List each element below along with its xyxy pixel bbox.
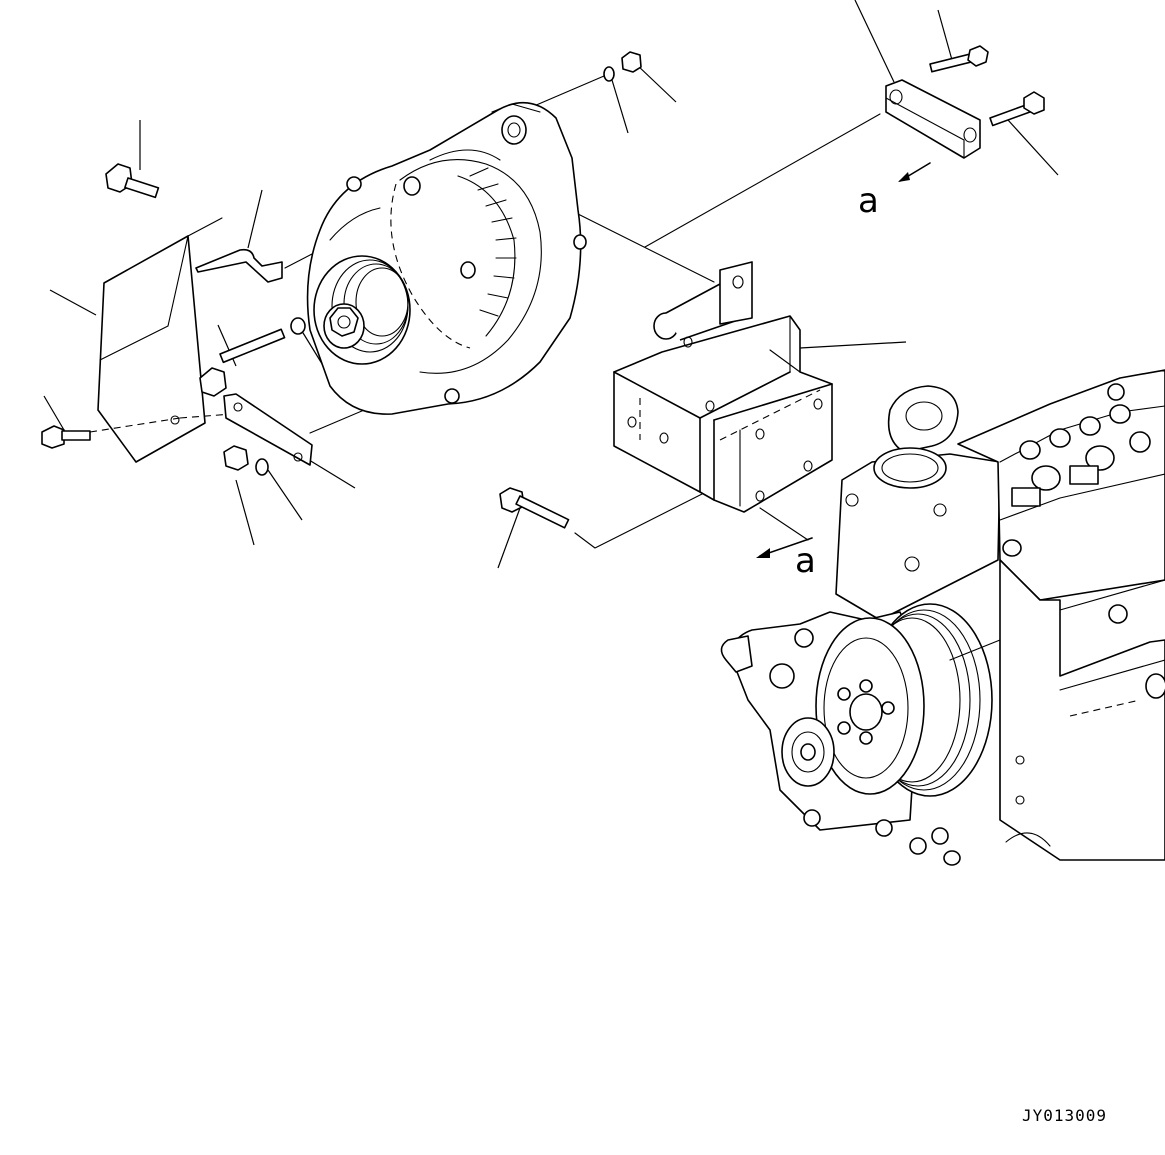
- water-outlet-pipe: [720, 628, 814, 689]
- bolt-top-left: [105, 163, 160, 199]
- bolt-top-right-2: [989, 91, 1045, 127]
- lower-engine-bolts: [803, 809, 961, 866]
- upper-stay-bracket: [195, 248, 283, 283]
- bolt-bracket-bottom: [499, 487, 570, 529]
- idler-pulley: [781, 717, 835, 787]
- view-callout-upper-label: a: [858, 181, 879, 221]
- view-callout-lower-label: a: [795, 541, 816, 581]
- adjuster-link-plate: [885, 79, 981, 159]
- view-callout-lower: a: [756, 537, 816, 581]
- valve-train: [1002, 383, 1151, 557]
- alternator-cover: [89, 217, 233, 463]
- bolt-long-left: [199, 328, 286, 397]
- alternator: [306, 101, 587, 415]
- drawing-code: JY013009: [1022, 1106, 1108, 1125]
- engine-block: [720, 369, 1165, 866]
- view-callout-upper: a: [858, 162, 931, 221]
- bolt-cover: [41, 425, 91, 449]
- nut-top: [603, 51, 642, 82]
- alternator-mounting-bracket: [613, 261, 833, 513]
- alternator-pulley: [313, 255, 411, 365]
- washer-left-small: [290, 317, 306, 335]
- nut-lower-left: [223, 445, 269, 476]
- alternator-fins: [469, 167, 517, 317]
- lower-stay-bracket: [223, 393, 313, 466]
- bolt-top-right-1: [929, 45, 989, 73]
- water-pump-pulley: [729, 603, 993, 831]
